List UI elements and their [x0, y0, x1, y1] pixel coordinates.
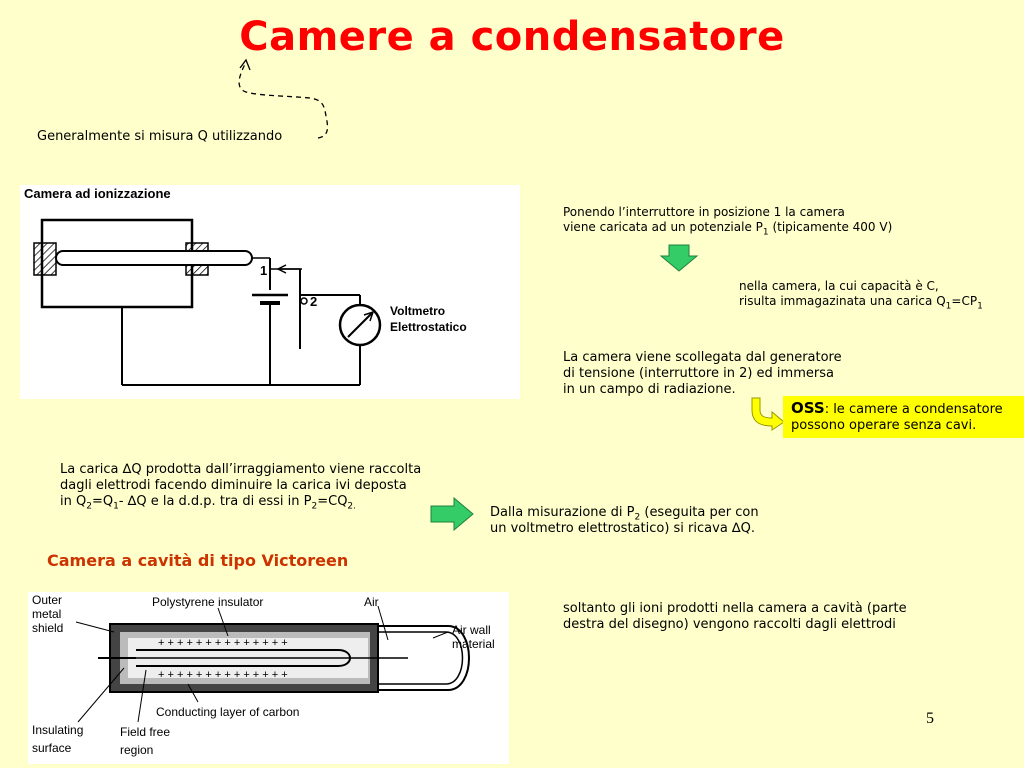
page-number: 5 [926, 710, 934, 727]
fig2-label-outer-2: metal [32, 607, 61, 621]
step3-text: La camera viene scollegata dal generator… [563, 350, 842, 397]
slide-title: Camere a condensatore [239, 14, 785, 60]
right-arrow-icon [430, 497, 474, 531]
fig1-meter-label-1: Voltmetro [390, 304, 445, 318]
svg-text:+ + + + + + + + + + + + + +: + + + + + + + + + + + + + + [158, 669, 288, 681]
fig2-label-field-free-1: Field free [120, 725, 170, 739]
fig1-pos2-label: 2 [310, 294, 317, 309]
victoreen-heading: Camera a cavità di tipo Victoreen [47, 551, 349, 570]
curved-arrow-icon [751, 397, 785, 431]
fig2-label-insulating-1: Insulating [32, 723, 83, 737]
fig2-label-field-free-2: region [120, 743, 153, 757]
cavity-note: soltanto gli ioni prodotti nella camera … [563, 601, 907, 632]
fig2-label-air-wall-1: Air wall [452, 623, 491, 637]
fig1-meter-label-2: Elettrostatico [390, 320, 467, 334]
fig2-label-outer-1: Outer [32, 593, 62, 607]
fig1-pos1-label: 1 [260, 263, 267, 278]
fig2-label-outer-3: shield [32, 621, 63, 635]
svg-text:+ + + + + + + + + + + + + +: + + + + + + + + + + + + + + [158, 637, 288, 649]
victoreen-chamber-figure: + + + + + + + + + + + + + + + + + + + + … [28, 592, 509, 764]
intro-text: Generalmente si misura Q utilizzando [37, 129, 283, 144]
fig2-label-insulating-2: surface [32, 741, 72, 755]
ionization-chamber-figure: Camera ad ionizzazione 1 2 Voltmetro Ele… [20, 185, 520, 399]
measure-text: Dalla misurazione di P2 (eseguita per co… [490, 505, 759, 536]
step2-text: nella camera, la cui capacità è C, risul… [739, 279, 983, 312]
charge-text: La carica ∆Q prodotta dall’irraggiamento… [60, 462, 422, 512]
fig2-label-polystyrene: Polystyrene insulator [152, 595, 263, 609]
oss-note: OSS: le camere a condensatore possono op… [783, 396, 1024, 438]
fig2-label-air-wall-2: material [452, 637, 495, 651]
fig2-label-air: Air [364, 595, 379, 609]
ionization-chamber-diagram: Camera ad ionizzazione 1 2 Voltmetro Ele… [24, 186, 467, 386]
step1-text: Ponendo l’interruttore in posizione 1 la… [563, 205, 893, 238]
dashed-curve-arrow [238, 58, 329, 139]
fig2-label-conducting: Conducting layer of carbon [156, 705, 299, 719]
down-arrow-icon [659, 244, 699, 272]
fig1-title: Camera ad ionizzazione [24, 186, 171, 201]
victoreen-chamber-diagram: + + + + + + + + + + + + + + + + + + + + … [32, 593, 495, 757]
oss-label: OSS [791, 399, 825, 417]
